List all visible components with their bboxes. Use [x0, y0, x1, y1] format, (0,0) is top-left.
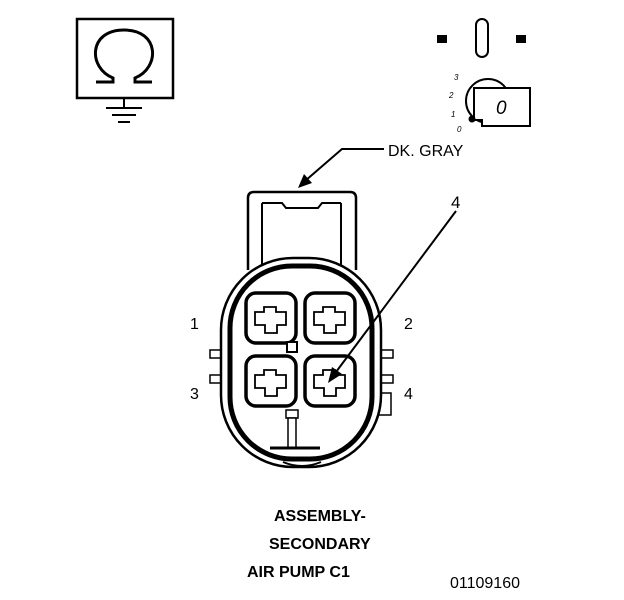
pin-label-3: 3 — [190, 386, 199, 403]
pin-label-4: 4 — [404, 386, 413, 403]
cavity-2 — [303, 291, 357, 345]
pin-label-1: 1 — [190, 316, 199, 333]
ignition-key-label: 0 — [496, 98, 507, 119]
connector-body — [209, 190, 394, 469]
caption-line-3: AIR PUMP C1 — [247, 564, 350, 581]
figure-number: 01109160 — [450, 575, 520, 592]
cavity-3 — [244, 354, 298, 408]
key-position-0: 0 — [457, 125, 462, 134]
ignition-switch-icon — [437, 18, 526, 58]
wire-color-leader — [298, 148, 384, 188]
center-key — [286, 341, 298, 353]
cavity-1 — [244, 291, 298, 345]
wire-color-label: DK. GRAY — [388, 143, 464, 160]
polarization-rib — [270, 409, 320, 450]
pin-label-2: 2 — [404, 316, 413, 333]
pin-4-callout-arrow — [328, 210, 457, 383]
ohmmeter-icon — [75, 17, 175, 100]
ignition-key-icon: 0 3 2 1 0 — [448, 73, 531, 134]
key-position-3: 3 — [454, 73, 459, 82]
caption-line-2: SECONDARY — [269, 536, 371, 553]
key-position-1: 1 — [451, 110, 455, 119]
key-position-2: 2 — [448, 91, 454, 100]
pin-4-callout-label: 4 — [451, 193, 460, 212]
caption-line-1: ASSEMBLY- — [274, 508, 366, 525]
ground-icon — [106, 98, 142, 123]
